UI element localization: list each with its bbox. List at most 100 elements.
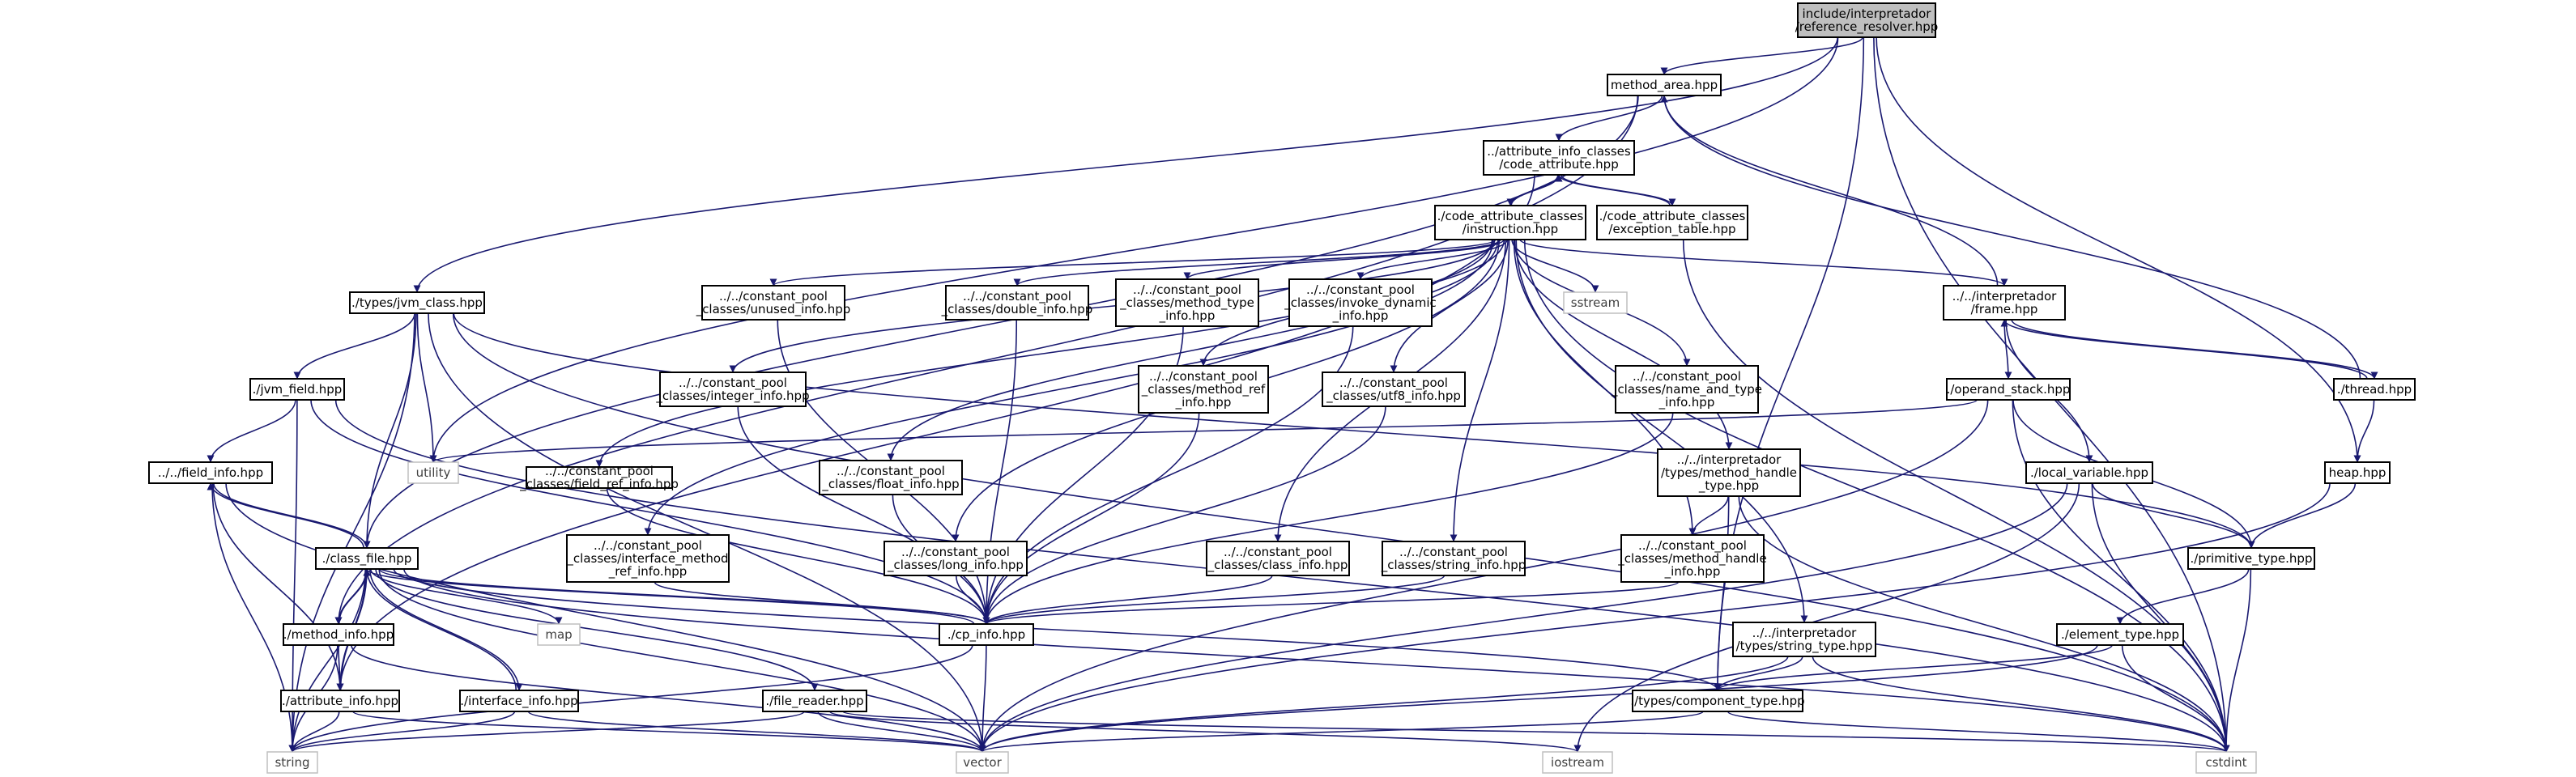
node-label: ./attribute_info.hpp xyxy=(282,694,398,709)
edge-method_ref_info-to-cp_info xyxy=(982,412,1200,625)
node-string-info[interactable]: ../../constant_pool_classes/string_info.… xyxy=(1381,541,1526,576)
node-code-attribute[interactable]: ../attribute_info_classes/code_attribute… xyxy=(1483,140,1635,176)
node-method-ref-info[interactable]: ../../constant_pool_classes/method_ref_i… xyxy=(1138,365,1269,414)
node-box xyxy=(2333,378,2416,401)
node-jvm-field[interactable]: ./jvm_field.hpp xyxy=(249,378,345,401)
node-element-type[interactable]: ./element_type.hpp xyxy=(2056,623,2184,646)
edge-class_file-to-interface_info xyxy=(368,568,523,691)
node-thread[interactable]: ./thread.hpp xyxy=(2333,378,2416,401)
node-name-and-type[interactable]: ../../constant_pool_classes/name_and_typ… xyxy=(1611,365,1762,414)
edge-component_type-to-vector xyxy=(978,711,1704,753)
node-local-variable[interactable]: ./local_variable.hpp xyxy=(2025,461,2153,484)
node-label: string xyxy=(275,755,309,770)
nodes-layer: include/interpretador/reference_resolver… xyxy=(148,2,2416,774)
edge-class_file-to-component_type xyxy=(393,568,1722,691)
node-map: map xyxy=(537,623,581,646)
node-vector: vector xyxy=(956,751,1009,774)
node-exception-table[interactable]: ./code_attribute_classes/exception_table… xyxy=(1596,205,1748,240)
edge-string_info-to-cp_info xyxy=(982,575,1446,625)
node-label: _classes/integer_info.hpp xyxy=(655,388,809,404)
edge-interface_info-to-string xyxy=(288,711,516,753)
node-method-handle-type[interactable]: ../../interpretador/types/method_handle_… xyxy=(1657,448,1801,497)
edge-primitive_type-to-cstdint xyxy=(2222,568,2252,753)
node-method-info[interactable]: ./method_info.hpp xyxy=(283,623,394,646)
edge-instruction-to-float_info xyxy=(887,239,1499,461)
node-interface-info[interactable]: ./interface_info.hpp xyxy=(459,690,579,712)
edge-method_handle_type-to-method_handle_info xyxy=(1688,495,1729,536)
node-label: ../../constant_pool xyxy=(594,538,702,554)
node-class-file[interactable]: ./class_file.hpp xyxy=(315,547,419,570)
edge-instruction-to-double_info xyxy=(1013,239,1501,287)
node-heap[interactable]: heap.hpp xyxy=(2324,461,2391,484)
node-box xyxy=(1615,365,1759,414)
node-frame[interactable]: ../../interpretador/frame.hpp xyxy=(1943,285,2066,321)
node-box xyxy=(148,461,273,484)
node-utf8-info[interactable]: ../../constant_pool_classes/utf8_info.hp… xyxy=(1322,372,1466,407)
node-component-type[interactable]: ./types/component_type.hpp xyxy=(1630,690,1805,712)
edge-jvm_class-to-jvm_field xyxy=(293,312,415,380)
node-label: ../../constant_pool xyxy=(837,464,945,479)
node-label: _classes/method_type xyxy=(1119,295,1254,311)
node-box xyxy=(407,461,459,484)
node-double-info[interactable]: ../../constant_pool_classes/double_info.… xyxy=(941,285,1093,321)
node-cp-info[interactable]: ./cp_info.hpp xyxy=(939,623,1034,646)
edge-jvm_class-to-class_file xyxy=(363,312,417,549)
node-attribute-info[interactable]: ./attribute_info.hpp xyxy=(280,690,400,712)
edge-field_info-to-vector xyxy=(225,482,986,753)
node-box xyxy=(283,623,394,646)
node-box xyxy=(819,460,963,495)
node-operand-stack[interactable]: ./operand_stack.hpp xyxy=(1946,378,2071,401)
node-instruction[interactable]: ./code_attribute_classes/instruction.hpp xyxy=(1434,205,1586,240)
node-cstdint: cstdint xyxy=(2195,751,2257,774)
node-invoke-dynamic[interactable]: ../../constant_pool_classes/invoke_dynam… xyxy=(1284,278,1437,327)
node-label: ../../constant_pool xyxy=(1133,282,1241,298)
edge-element_type-to-cstdint xyxy=(2121,644,2230,753)
node-box xyxy=(1657,448,1801,497)
node-file-reader[interactable]: ./file_reader.hpp xyxy=(762,690,867,712)
node-box xyxy=(1483,140,1635,176)
node-class-info[interactable]: ../../constant_pool_classes/class_info.h… xyxy=(1206,541,1350,576)
edge-thread-to-method_area xyxy=(1660,95,2361,380)
node-box xyxy=(956,751,1009,774)
node-primitive-type[interactable]: ./primitive_type.hpp xyxy=(2187,547,2315,570)
edge-jvm_class-to-vector xyxy=(428,312,986,753)
edge-name_and_type-to-cp_info xyxy=(982,412,1674,625)
node-unused-info[interactable]: ../../constant_pool_classes/unused_info.… xyxy=(696,285,851,321)
edge-class_file-to-field_info xyxy=(207,482,364,549)
node-box xyxy=(1943,285,2066,321)
edge-class_file-to-map xyxy=(369,568,563,625)
edge-primitive_type-to-element_type xyxy=(2116,568,2250,625)
node-method-type-info[interactable]: ../../constant_pool_classes/method_type_… xyxy=(1115,278,1259,327)
node-interface-method-ref[interactable]: ../../constant_pool_classes/interface_me… xyxy=(566,534,730,583)
node-label: _classes/class_info.hpp xyxy=(1207,558,1348,573)
node-method-area[interactable]: method_area.hpp xyxy=(1607,74,1722,96)
edge-instruction-to-method_type_info xyxy=(1183,239,1505,280)
node-label: _classes/double_info.hpp xyxy=(941,302,1093,317)
node-label: _ref_info.hpp xyxy=(608,564,688,580)
node-box xyxy=(1382,541,1526,576)
node-label: utility xyxy=(416,465,451,480)
edge-thread-to-frame xyxy=(2000,319,2368,380)
node-long-info[interactable]: ../../constant_pool_classes/long_info.hp… xyxy=(884,541,1028,576)
node-label: ../../constant_pool xyxy=(545,464,654,479)
node-box xyxy=(459,690,579,712)
node-box xyxy=(1632,690,1803,712)
edge-root-to-utility xyxy=(429,36,1839,463)
node-box xyxy=(701,285,845,321)
node-integer-info[interactable]: ../../constant_pool_classes/integer_info… xyxy=(655,372,810,407)
node-float-info[interactable]: ../../constant_pool_classes/float_info.h… xyxy=(819,460,963,495)
node-string-type[interactable]: ../../interpretador/types/string_type.hp… xyxy=(1732,622,1876,657)
node-field-info[interactable]: ../../field_info.hpp xyxy=(148,461,273,484)
node-field-ref-info[interactable]: ../../constant_pool_classes/field_ref_in… xyxy=(519,464,679,492)
node-box xyxy=(2025,461,2153,484)
node-method-handle-info[interactable]: ../../constant_pool_classes/method_handl… xyxy=(1617,534,1767,583)
edge-method_info-to-vector xyxy=(351,644,986,753)
node-jvm-class[interactable]: ./types/jvm_class.hpp xyxy=(349,291,485,314)
node-label: ../../constant_pool xyxy=(679,376,787,391)
node-label: iostream xyxy=(1551,755,1604,770)
node-root[interactable]: include/interpretador/reference_resolver… xyxy=(1795,2,1939,38)
edge-frame-to-method_area xyxy=(1660,95,1999,287)
edge-instruction-to-string_info xyxy=(1450,239,1510,542)
node-label: ../attribute_info_classes xyxy=(1487,144,1631,159)
node-label: ./method_info.hpp xyxy=(283,627,394,643)
